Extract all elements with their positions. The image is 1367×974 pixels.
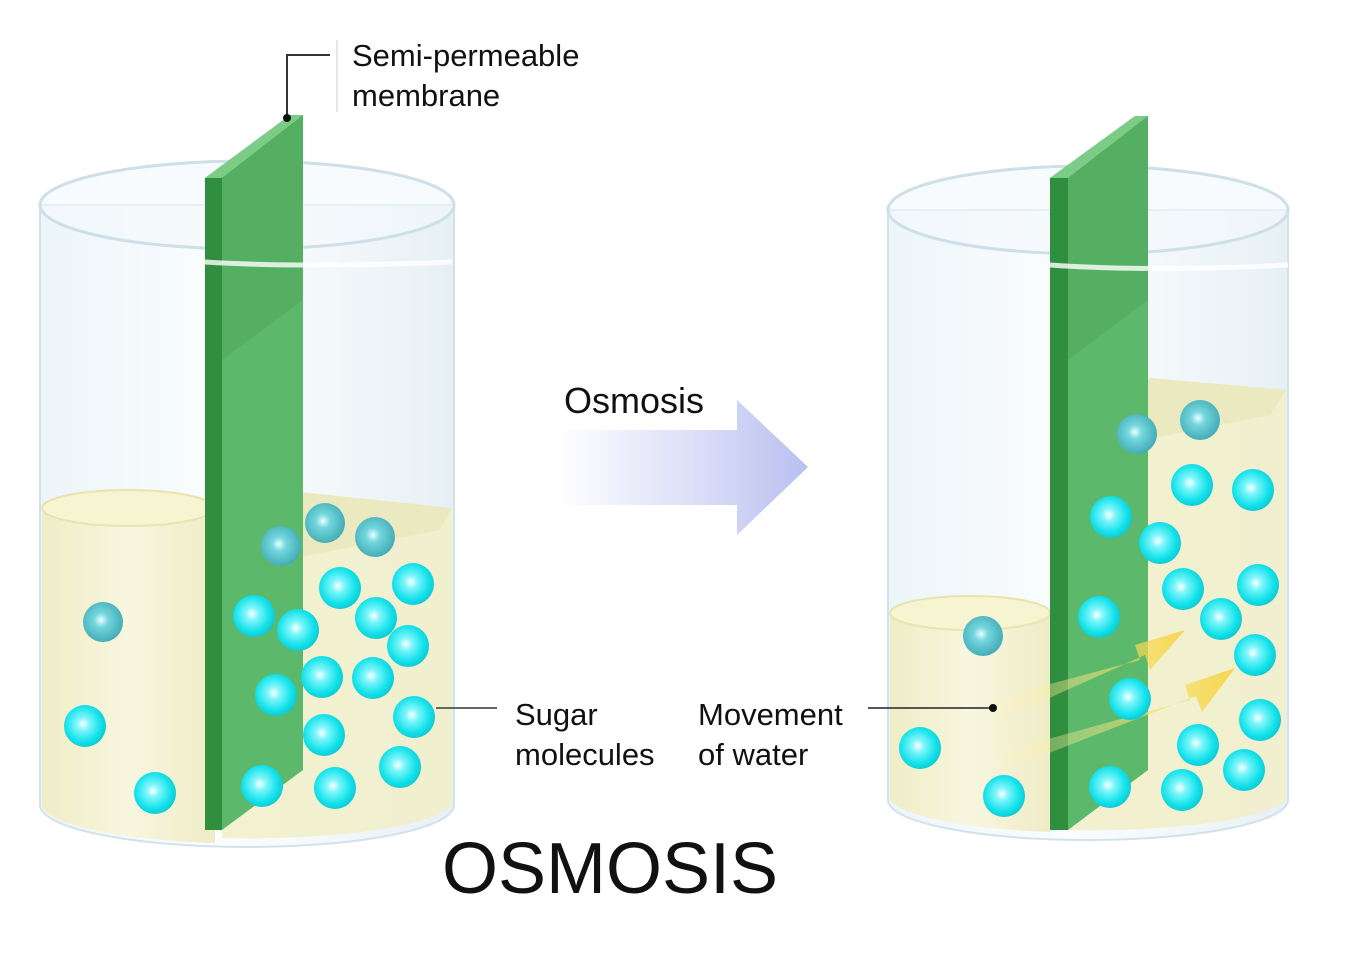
sugar-molecule	[379, 746, 421, 788]
membrane-label-line1: Semi-permeable	[352, 38, 579, 73]
sugar-molecule	[305, 503, 345, 543]
sugar-molecule	[83, 602, 123, 642]
sugar-molecule	[393, 696, 435, 738]
sugar-molecule	[1239, 699, 1281, 741]
membrane-label-line2: membrane	[352, 78, 500, 113]
sugar-molecule	[387, 625, 429, 667]
sugar-molecule	[277, 609, 319, 651]
sugar-molecule	[1090, 496, 1132, 538]
sugar-molecule	[1161, 769, 1203, 811]
membrane-label: Semi-permeable membrane	[283, 38, 579, 122]
beaker-after	[886, 116, 1290, 841]
sugar-molecule	[1237, 564, 1279, 606]
sugar-molecule	[1177, 724, 1219, 766]
sugar-molecule	[1162, 568, 1204, 610]
sugar-molecule	[1117, 414, 1157, 454]
sugar-molecule	[319, 567, 361, 609]
liquid-left	[42, 508, 215, 843]
sugar-molecule	[134, 772, 176, 814]
sugar-molecule	[255, 674, 297, 716]
sugar-molecule	[301, 656, 343, 698]
sugar-molecule	[1078, 596, 1120, 638]
sugar-molecule	[1139, 522, 1181, 564]
sugar-label-line2: molecules	[515, 737, 655, 772]
page-title: OSMOSIS	[442, 829, 778, 909]
sugar-molecule	[241, 765, 283, 807]
water-label: Movement of water	[698, 697, 997, 772]
sugar-molecule	[899, 727, 941, 769]
sugar-molecule	[261, 526, 301, 566]
sugar-label: Sugar molecules	[436, 697, 655, 772]
sugar-molecule	[1109, 678, 1151, 720]
sugar-label-line1: Sugar	[515, 697, 598, 732]
water-label-line2: of water	[698, 737, 808, 772]
membrane-leader-dot	[283, 114, 291, 122]
osmosis-arrow: Osmosis	[555, 380, 808, 535]
sugar-molecule	[314, 767, 356, 809]
sugar-molecule	[352, 657, 394, 699]
sugar-molecule	[1232, 469, 1274, 511]
water-arrow	[990, 630, 1185, 720]
sugar-molecule	[1234, 634, 1276, 676]
osmosis-arrow-label: Osmosis	[564, 380, 704, 421]
sugar-molecule	[355, 517, 395, 557]
sugar-molecule	[1200, 598, 1242, 640]
water-label-line1: Movement	[698, 697, 843, 732]
beaker-before	[38, 115, 456, 848]
sugar-molecule	[355, 597, 397, 639]
water-arrow	[990, 668, 1235, 772]
sugar-molecules-before	[64, 503, 435, 814]
sugar-molecule	[392, 563, 434, 605]
sugar-molecule	[983, 775, 1025, 817]
sugar-molecule	[1223, 749, 1265, 791]
sugar-molecule	[233, 595, 275, 637]
sugar-molecule	[64, 705, 106, 747]
sugar-molecule	[963, 616, 1003, 656]
water-movement-arrows	[990, 630, 1235, 772]
sugar-molecules-after	[899, 400, 1281, 817]
membrane-leader-line	[286, 54, 330, 118]
osmosis-arrow-shape	[555, 400, 808, 535]
sugar-molecule	[1171, 464, 1213, 506]
water-leader-dot	[989, 704, 997, 712]
sugar-molecule	[1180, 400, 1220, 440]
sugar-molecule	[303, 714, 345, 756]
sugar-molecule	[1089, 766, 1131, 808]
